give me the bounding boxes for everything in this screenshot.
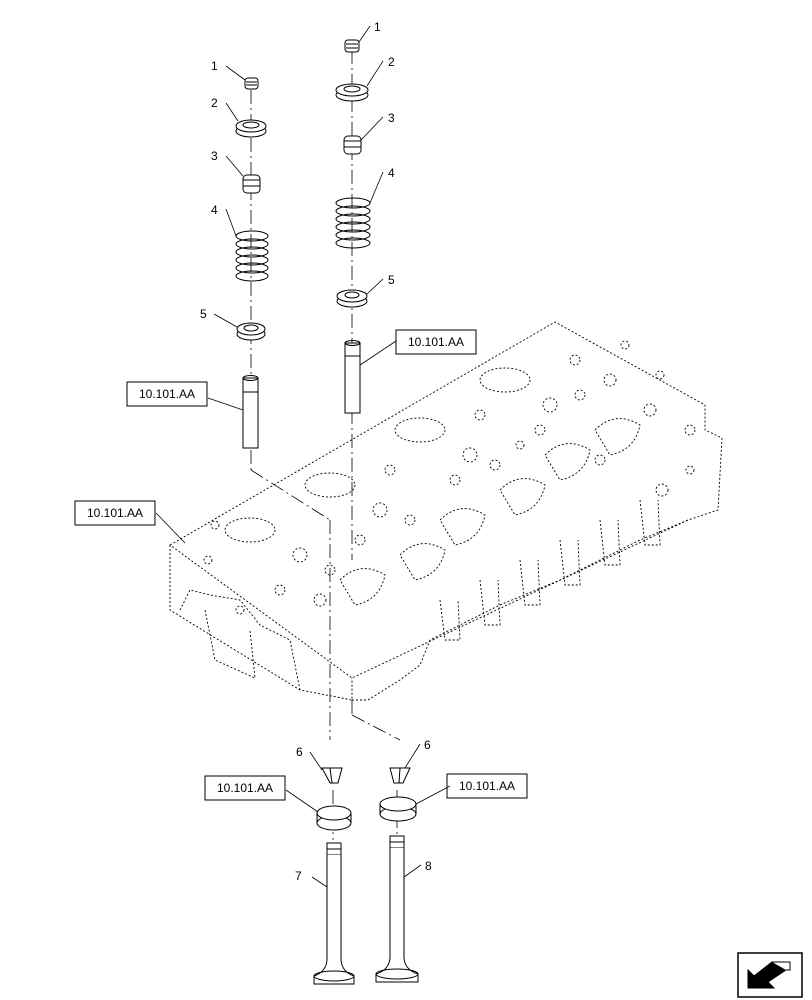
callout-left-spring: 4 <box>211 203 218 217</box>
left-spring-seat <box>236 322 266 341</box>
exhaust-valve <box>375 835 419 983</box>
callout-left-collet: 6 <box>296 745 303 759</box>
ref-box-guide-left <box>126 381 208 407</box>
ref-box-guide-right <box>395 329 477 355</box>
right-valve-stem-seal <box>343 135 362 155</box>
left-valve-spring <box>235 230 269 282</box>
callout-right-keeper: 1 <box>374 20 381 34</box>
right-valve-spring <box>335 197 371 249</box>
callout-right-seat: 5 <box>388 273 395 287</box>
intake-valve <box>313 842 355 985</box>
ref-insert-right[interactable]: 10.101.AA <box>459 779 515 793</box>
ref-box-cylinder-head <box>74 500 156 526</box>
callout-left-retainer: 2 <box>211 96 218 110</box>
right-valve-guide <box>344 340 361 414</box>
cylinder-head <box>169 321 723 701</box>
centerlines <box>250 50 401 840</box>
ref-guide-left[interactable]: 10.101.AA <box>139 387 195 401</box>
callout-right-valve: 8 <box>425 859 432 873</box>
left-valve-guide <box>242 375 259 449</box>
right-spring-seat <box>336 289 368 308</box>
next-page-arrow-icon[interactable] <box>737 952 803 998</box>
ref-box-insert-right <box>446 773 528 799</box>
reference-labels: 10.101.AA 10.101.AA 10.101.AA 10.101.AA … <box>87 335 515 795</box>
ref-insert-left[interactable]: 10.101.AA <box>217 781 273 795</box>
right-valve-keeper <box>344 39 360 53</box>
callout-left-valve: 7 <box>295 869 302 883</box>
left-valve-keeper <box>244 77 259 90</box>
callout-right-retainer: 2 <box>388 55 395 69</box>
left-valve-collet <box>321 767 343 784</box>
ref-guide-right[interactable]: 10.101.AA <box>408 335 464 349</box>
callout-left-seal: 3 <box>211 149 218 163</box>
leader-lines <box>155 25 451 888</box>
ref-box-insert-left <box>204 775 286 801</box>
left-valve-stem-seal <box>242 174 261 194</box>
callout-left-seat: 5 <box>200 307 207 321</box>
left-valve-seat-insert <box>316 805 352 831</box>
left-spring-retainer <box>235 119 267 138</box>
callout-right-seal: 3 <box>388 111 395 125</box>
right-spring-retainer <box>335 83 369 102</box>
right-valve-seat-insert <box>379 796 417 822</box>
ref-cylinder-head[interactable]: 10.101.AA <box>87 506 143 520</box>
right-valve-collet <box>389 767 411 784</box>
callout-numbers: 1 2 3 4 5 6 7 1 2 3 4 5 6 8 <box>200 20 432 883</box>
callout-left-keeper: 1 <box>211 59 218 73</box>
callout-right-spring: 4 <box>388 166 395 180</box>
callout-right-collet: 6 <box>424 738 431 752</box>
